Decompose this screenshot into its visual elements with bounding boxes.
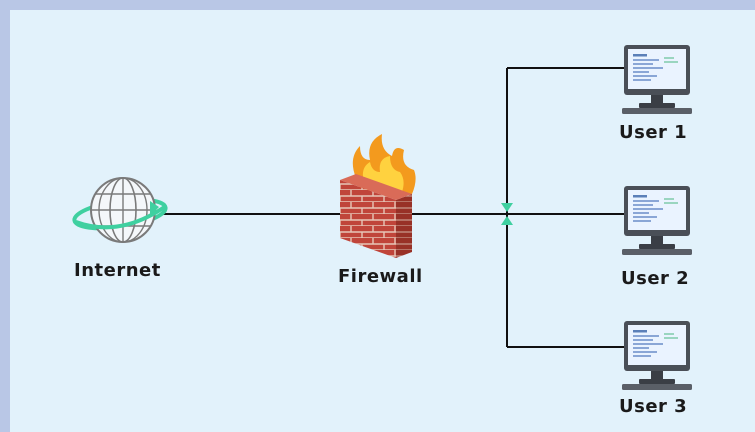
firewall-brick-wall-icon [340,134,416,258]
user-1-label: User 1 [619,122,688,143]
desktop-monitor-icon [622,186,692,255]
user-2-label: User 2 [621,268,690,289]
desktop-monitor-icon [622,45,692,114]
desktop-monitor-icon [622,321,692,390]
firewall-label: Firewall [338,266,423,287]
globe-icon [72,177,168,243]
user-3-label: User 3 [619,396,688,417]
internet-label: Internet [74,260,161,281]
diagram-canvas: Internet Firewall User 1 User 2 User 3 [10,10,755,432]
network-diagram [72,45,692,390]
double-arrow-icon [501,203,513,225]
